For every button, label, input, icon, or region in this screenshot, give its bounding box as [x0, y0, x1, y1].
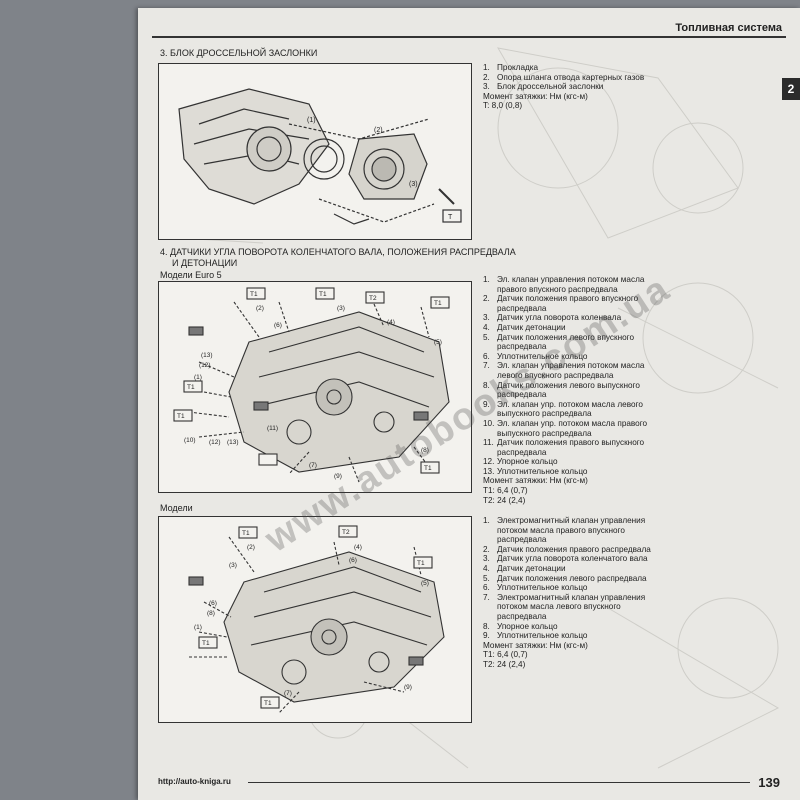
callout-label: (6) [209, 600, 217, 607]
legend-item: 6.Уплотнительное кольцо [483, 583, 588, 593]
section4-subheading: Модели Euro 5 [160, 270, 222, 280]
callout-label: (1) [307, 117, 316, 124]
callout-label: (7) [284, 690, 292, 697]
callout-label: (1) [194, 624, 202, 631]
legend-item: 3.Блок дроссельной заслонки [483, 82, 604, 92]
callout-label: (5) [421, 580, 429, 587]
torque-tag: T1 [319, 291, 327, 298]
callout-label: (6) [349, 557, 357, 564]
torque-tag: T1 [250, 291, 258, 298]
header-title: Топливная система [675, 22, 782, 34]
torque-value: T2: 24 (2,4) [483, 495, 526, 505]
callout-label: (13) [227, 439, 239, 446]
callout-label: (8) [207, 610, 215, 617]
callout-label: (2) [374, 127, 383, 134]
callout-label: (7) [309, 462, 317, 469]
callout-label: (11) [267, 425, 278, 432]
torque-tag: T1 [177, 413, 185, 420]
legend-item: 1.Прокладка [483, 63, 539, 72]
footer-url: http://auto-kniga.ru [158, 777, 231, 786]
torque-tag: T [448, 214, 453, 221]
torque-tag: T1 [202, 640, 210, 647]
legend-item: 3.Датчик угла поворота коленвала [483, 313, 622, 323]
torque-tag: T2 [369, 295, 377, 302]
footer-rule [248, 782, 750, 783]
legend-item: 5.Датчик положения левого впускного расп… [483, 332, 635, 352]
section4-legend: 1.Эл. клапан управления потоком масла пр… [483, 275, 653, 505]
page-number: 139 [758, 775, 780, 790]
legend-item: 2.Опора шланга отвода картерных газов [483, 72, 645, 82]
callout-label: (3) [337, 305, 345, 312]
callout-label: (9) [404, 684, 412, 691]
torque-tag: T1 [242, 530, 250, 537]
callout-label: (4) [387, 319, 395, 326]
crank-cam-sensors-figure-2: T1 T2 T1 T1 (2) (4) (5) (3) (6) (6) (1) … [158, 516, 472, 723]
legend-item: 12.Упорное кольцо [483, 457, 558, 467]
torque-value: T1: 6,4 (0,7) [483, 650, 528, 660]
callout-label: (9) [334, 473, 342, 480]
callout-label: (13) [201, 352, 213, 359]
callout-label: (6) [274, 322, 282, 329]
header-rule [152, 36, 786, 38]
section4-heading: 4. ДАТЧИКИ УГЛА ПОВОРОТА КОЛЕНЧАТОГО ВАЛ… [160, 247, 516, 268]
torque-value: T1: 6,4 (0,7) [483, 486, 528, 496]
section5-subheading: Модели [160, 503, 193, 513]
legend-item: 9.Эл. клапан упр. потоком масла левого в… [483, 399, 643, 419]
chapter-tab: 2 [782, 78, 800, 100]
callout-label: (3) [229, 562, 237, 569]
torque-value: T2: 24 (2,4) [483, 659, 526, 669]
legend-item: 1.Эл. клапан управления потоком масла пр… [483, 275, 645, 294]
throttle-body-figure: (1) (2) (3) T [158, 63, 472, 240]
legend-item: 5.Датчик положения левого распредвала [483, 573, 647, 583]
engine-illustration-other: T1 T2 T1 T1 (2) (4) (5) (3) (6) (6) (1) … [188, 525, 445, 714]
legend-item: 4.Датчик детонации [483, 322, 566, 332]
legend-item: 9.Уплотнительное кольцо [483, 631, 588, 641]
callout-label: (12) [199, 362, 211, 369]
torque-tag: T1 [424, 465, 432, 472]
legend-item: 13.Уплотнительное кольцо [483, 466, 588, 476]
torque-tag: T1 [264, 700, 272, 707]
section5-legend: 1.Электромагнитный клапан управления пот… [483, 516, 653, 670]
legend-item: 2.Датчик положения правого впускного рас… [483, 294, 639, 313]
callout-label: (3) [409, 181, 418, 188]
torque-tag: T2 [342, 529, 350, 536]
torque-title: Момент затяжки: Нм (кгс-м) [483, 91, 588, 101]
torque-tag: T1 [434, 300, 442, 307]
legend-item: 3.Датчик угла поворота коленчатого вала [483, 554, 648, 564]
legend-item: 4.Датчик детонации [483, 563, 566, 573]
torque-title: Момент затяжки: Нм (кгс-м) [483, 476, 588, 486]
legend-item: 8.Упорное кольцо [483, 621, 558, 631]
callout-label: (1) [194, 374, 202, 381]
torque-tag: T1 [187, 384, 195, 391]
legend-item: 2.Датчик положения правого распредвала [483, 544, 651, 554]
torque-value: T: 8,0 (0,8) [483, 101, 523, 111]
callout-label: (10) [184, 437, 196, 444]
legend-item: 1.Электромагнитный клапан управления пот… [483, 516, 646, 545]
manual-page: Топливная система 2 3. БЛОК ДРОССЕЛЬНОЙ … [138, 8, 800, 800]
legend-item: 8.Датчик положения левого выпускного рас… [483, 380, 640, 400]
legend-item: 7.Эл. клапан управления потоком масла ле… [483, 361, 645, 380]
callout-label: (5) [434, 339, 442, 346]
callout-label: (8) [421, 447, 429, 454]
throttle-body-illustration: (1) (2) (3) T [178, 88, 462, 225]
legend-item: 7.Электромагнитный клапан управления пот… [483, 592, 646, 621]
legend-item: 6.Уплотнительное кольцо [483, 351, 588, 361]
callout-label: (4) [354, 544, 362, 551]
legend-item: 10.Эл. клапан упр. потоком масла правого… [483, 418, 648, 438]
section3-legend: 1.Прокладка 2.Опора шланга отвода картер… [483, 63, 653, 111]
callout-label: (2) [256, 305, 264, 312]
legend-item: 11.Датчик положения правого выпускного р… [483, 438, 645, 457]
callout-label: (2) [247, 544, 255, 551]
torque-tag: T1 [417, 560, 425, 567]
section3-heading: 3. БЛОК ДРОССЕЛЬНОЙ ЗАСЛОНКИ [160, 48, 318, 58]
engine-illustration-euro5: T1 T1 T2 T1 (2) (6) (3) (4) (5) (13) (12… [173, 287, 450, 483]
callout-label: (12) [209, 439, 221, 446]
crank-cam-sensors-figure: T1 T1 T2 T1 (2) (6) (3) (4) (5) (13) (12… [158, 281, 472, 493]
torque-title: Момент затяжки: Нм (кгс-м) [483, 640, 588, 650]
